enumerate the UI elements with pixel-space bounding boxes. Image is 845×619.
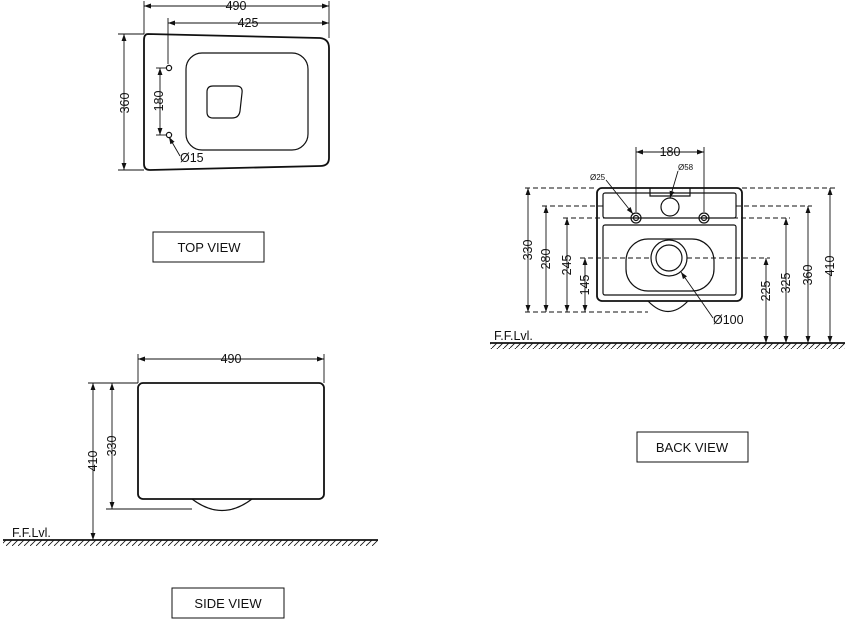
top-view-fixing-hole-lower [165, 131, 173, 139]
side-view-body-outline [137, 382, 325, 500]
back-view-dim-right-4: 410 [823, 256, 837, 277]
side-view-floor-hatch [3, 540, 378, 546]
back-view-dim-right-2: 325 [779, 273, 793, 294]
top-view-body-outline [143, 33, 330, 171]
back-view-upper-panel [602, 192, 737, 219]
side-view-label-box [171, 587, 285, 619]
top-view-dim-hole-spacing: 180 [152, 91, 166, 112]
side-view-label: SIDE VIEW [194, 596, 262, 611]
back-view-floor-hatch [490, 343, 845, 349]
side-view: F.F.Lvl. 490 410 330 [3, 352, 378, 546]
back-view-outlet-inner [655, 244, 683, 272]
side-view-dim-width: 490 [221, 352, 242, 366]
back-view-dim-right-1: 225 [759, 281, 773, 302]
back-view-lower-panel [602, 224, 737, 296]
back-view-dim-right-3: 360 [801, 265, 815, 286]
side-view-floor-label: F.F.Lvl. [12, 526, 51, 540]
back-view-inlet [660, 197, 680, 217]
back-view-dim-left-3: 245 [560, 255, 574, 276]
top-view-fixing-hole-upper [165, 64, 173, 72]
top-view: 490 425 360 180 Ø15 [118, 0, 330, 171]
back-view-floor-label: F.F.Lvl. [494, 329, 533, 343]
top-view-dim-depth: 360 [118, 93, 132, 114]
back-view-dim-left-1: 330 [521, 240, 535, 261]
side-view-dim-height-total: 410 [86, 451, 100, 472]
top-view-label-box [152, 231, 265, 263]
back-view-label: BACK VIEW [656, 440, 729, 455]
side-view-dim-height-body: 330 [105, 436, 119, 457]
back-view-bowl-recess [625, 238, 715, 292]
back-view-dim-left-4: 145 [578, 275, 592, 296]
side-view-outlet [191, 498, 253, 511]
back-view-outlet-base [647, 300, 689, 313]
top-view-dim-width-inner: 425 [238, 16, 259, 30]
back-view-dim-outlet-dia: Ø100 [713, 313, 744, 327]
back-view-dim-bolt-spacing: 180 [660, 145, 681, 159]
back-view-bolt-hole-right-inner [700, 214, 708, 222]
back-view: F.F.Lvl. 180 Ø58 Ø25 Ø100 [490, 145, 845, 349]
back-view-body-outline [596, 187, 743, 302]
back-view-dim-bolt-dia: Ø25 [590, 173, 606, 182]
top-view-label: TOP VIEW [177, 240, 241, 255]
back-view-label-box [636, 431, 749, 463]
back-view-bolt-hole-left-inner [632, 214, 640, 222]
back-view-dim-left-2: 280 [539, 249, 553, 270]
top-view-seat-outline [185, 52, 309, 151]
back-view-dim-inlet-dia: Ø58 [678, 163, 694, 172]
top-view-opening [206, 85, 243, 119]
top-view-dim-width-overall: 490 [226, 0, 247, 13]
top-view-dim-hole-dia: Ø15 [180, 151, 204, 165]
